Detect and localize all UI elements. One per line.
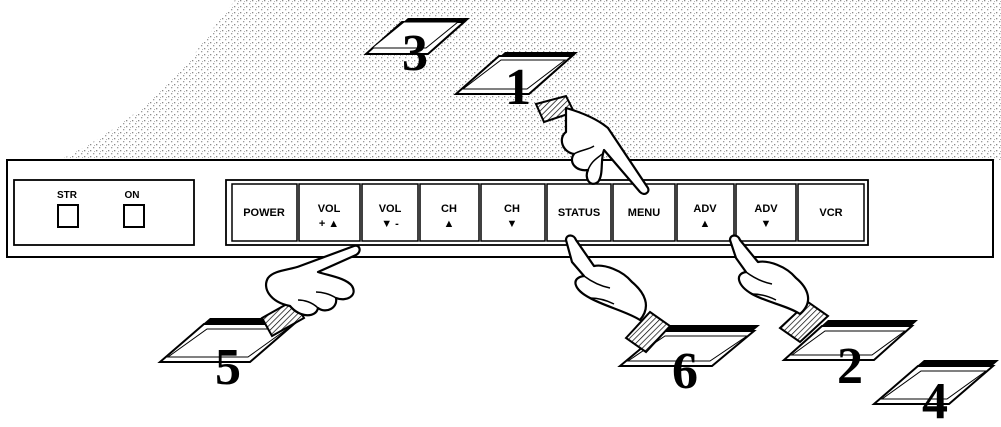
adv-up-symbol: ▲ (700, 218, 711, 230)
adv-down-symbol: ▼ (761, 218, 772, 230)
on-label: ON (125, 190, 140, 201)
adv-down-label: ADV (754, 203, 778, 215)
ch-down-button[interactable]: CH ▼ (481, 184, 545, 241)
pointing-hand-vol-down (262, 246, 360, 336)
ch-down-label: CH (504, 203, 520, 215)
str-label: STR (57, 190, 78, 201)
adv-up-button[interactable]: ADV ▲ (677, 184, 734, 241)
on-switch[interactable] (124, 205, 144, 227)
button-row: POWER VOL + ▲ VOL ▼ - CH ▲ CH ▼ STATUS (232, 184, 864, 241)
menu-button-label: MENU (628, 207, 660, 219)
power-button-label: POWER (243, 207, 285, 219)
step-number-6: 6 (672, 343, 698, 400)
power-button[interactable]: POWER (232, 184, 297, 241)
step-number-5: 5 (215, 339, 241, 396)
step-number-3: 3 (402, 25, 428, 82)
vcr-button-label: VCR (819, 207, 842, 219)
vol-up-symbol: + ▲ (319, 218, 339, 230)
adv-down-button[interactable]: ADV ▼ (736, 184, 796, 241)
ch-up-label: CH (441, 203, 457, 215)
vcr-button[interactable]: VCR (798, 184, 864, 241)
step-number-2: 2 (837, 338, 863, 395)
status-button[interactable]: STATUS (547, 184, 611, 241)
step-number-1: 1 (505, 59, 531, 116)
ch-down-symbol: ▼ (507, 218, 518, 230)
ch-up-button[interactable]: CH ▲ (420, 184, 479, 241)
step-number-4: 4 (922, 373, 948, 427)
str-switch[interactable] (58, 205, 78, 227)
vol-down-button[interactable]: VOL ▼ - (362, 184, 418, 241)
ch-up-symbol: ▲ (444, 218, 455, 230)
step-card-4: 4 (874, 360, 999, 427)
vol-down-symbol: ▼ - (381, 218, 399, 230)
vol-up-button[interactable]: VOL + ▲ (299, 184, 360, 241)
status-button-label: STATUS (558, 207, 600, 219)
adv-up-label: ADV (693, 203, 717, 215)
vol-up-label: VOL (318, 203, 341, 215)
vol-down-label: VOL (379, 203, 402, 215)
